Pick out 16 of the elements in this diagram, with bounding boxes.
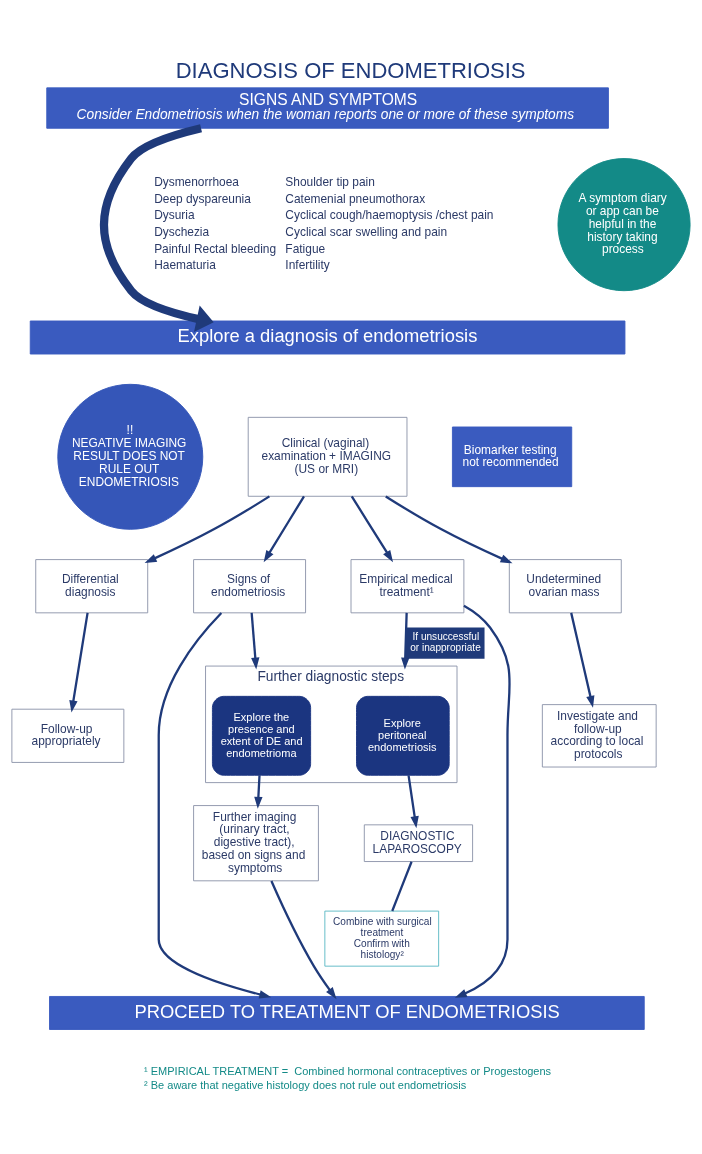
label: Painful Rectal bleeding xyxy=(154,241,277,256)
diagram-title: DIAGNOSIS OF ENDOMETRIOSIS xyxy=(175,57,526,83)
edge-label: If unsuccessful or inappropriate xyxy=(410,630,481,653)
label: ¹ EMPIRICAL TREATMENT = Combined hormonal contraceptives or Progestogens xyxy=(144,1064,552,1077)
label: Cyclical cough/haemoptysis /chest pain xyxy=(285,207,494,222)
label: Dyschezia xyxy=(154,224,210,239)
label: Shoulder tip pain xyxy=(285,174,375,189)
label: Cyclical scar swelling and pain xyxy=(285,224,448,239)
label: Fatigue xyxy=(285,241,326,256)
label: Infertility xyxy=(285,257,330,272)
label: Dysmenorrhoea xyxy=(154,174,239,189)
label: Deep dyspareunia xyxy=(154,191,251,206)
label: Catemenial pneumothorax xyxy=(285,191,426,206)
label: Haematuria xyxy=(154,257,216,272)
label: Dysuria xyxy=(154,207,195,222)
label: ² Be aware that negative histology does not rule out endometriosis xyxy=(144,1078,467,1091)
